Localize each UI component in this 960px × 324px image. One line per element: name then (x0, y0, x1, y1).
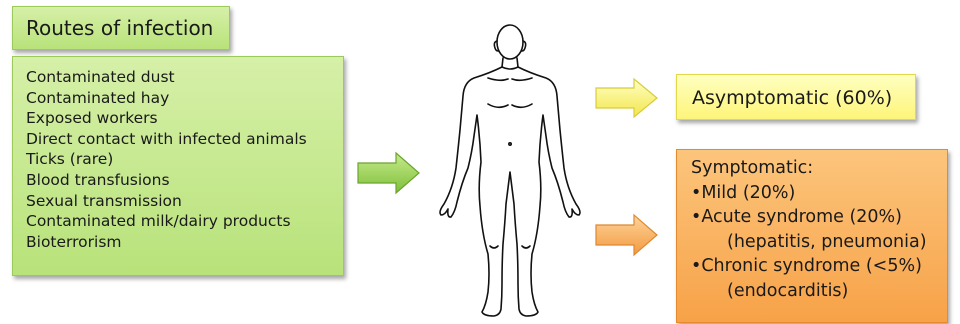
route-item: Contaminated milk/dairy products (26, 211, 343, 232)
symptom-mild: •Mild (20%) (691, 181, 947, 206)
route-item: Direct contact with infected animals (26, 129, 343, 150)
human-body-icon (430, 22, 590, 322)
right-arrow-icon (356, 151, 422, 195)
routes-title-box: Routes of infection (12, 6, 230, 50)
routes-list: Contaminated dust Contaminated hay Expos… (26, 67, 343, 252)
symptom-acute-detail: (hepatitis, pneumonia) (691, 230, 947, 255)
asymptomatic-label: Asymptomatic (60%) (692, 86, 892, 110)
symptom-chronic: •Chronic syndrome (<5%) (691, 254, 947, 279)
symptom-chronic-detail: (endocarditis) (691, 279, 947, 304)
symptomatic-box: Symptomatic: •Mild (20%) •Acute syndrome… (676, 149, 948, 323)
asymptomatic-box: Asymptomatic (60%) (676, 74, 916, 120)
symptom-acute: •Acute syndrome (20%) (691, 205, 947, 230)
route-item: Contaminated hay (26, 88, 343, 109)
routes-list-box: Contaminated dust Contaminated hay Expos… (12, 56, 344, 276)
right-arrow-icon (594, 77, 660, 119)
route-item: Contaminated dust (26, 67, 343, 88)
routes-title: Routes of infection (26, 16, 213, 40)
symptomatic-heading: Symptomatic: (691, 156, 947, 181)
right-arrow-icon (594, 213, 660, 257)
route-item: Ticks (rare) (26, 149, 343, 170)
route-item: Bioterrorism (26, 232, 343, 253)
route-item: Sexual transmission (26, 191, 343, 212)
route-item: Exposed workers (26, 108, 343, 129)
route-item: Blood transfusions (26, 170, 343, 191)
